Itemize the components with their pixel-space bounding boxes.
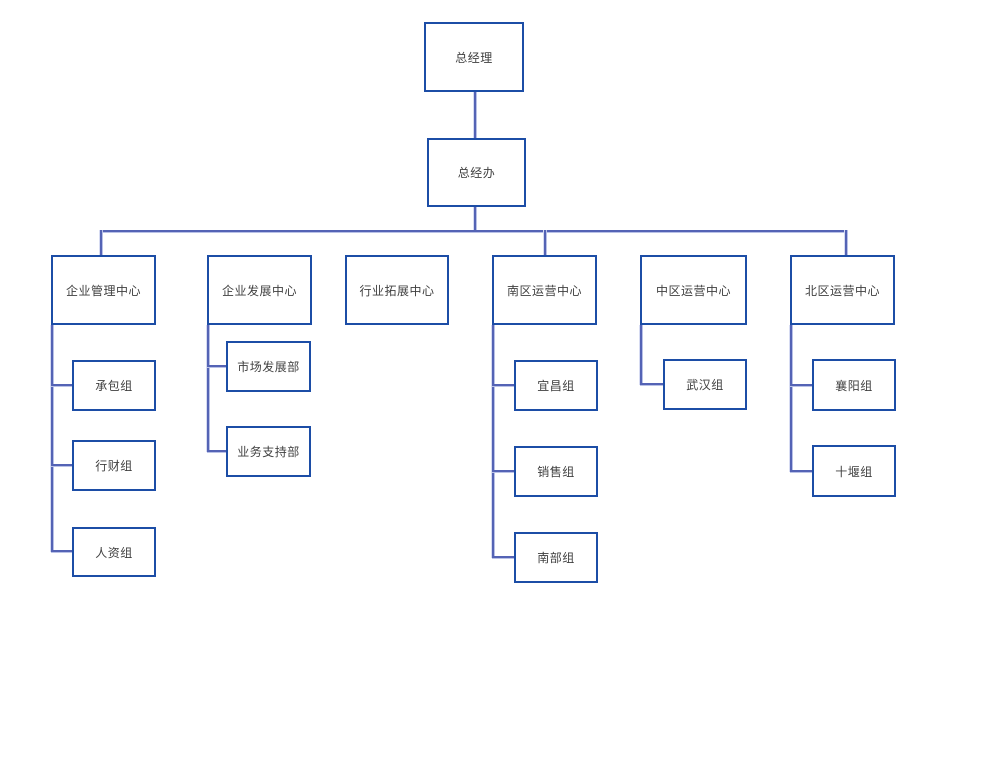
connector-stub-south-group (492, 556, 514, 558)
connector-gmo-riser (474, 207, 476, 232)
org-node-label: 销售组 (537, 465, 575, 479)
connector-trunk-north (790, 325, 792, 472)
org-node-label: 市场发展部 (237, 360, 300, 374)
org-node-hr-group[interactable]: 人资组 (72, 527, 156, 577)
org-node-label: 中区运营中心 (655, 283, 731, 298)
org-node-label: 十堰组 (835, 464, 873, 479)
org-node-label: 武汉组 (686, 378, 724, 392)
org-node-label: 总经理 (455, 50, 493, 65)
connector-trunk-central (640, 325, 642, 385)
org-node-wuhan-group[interactable]: 武汉组 (663, 359, 747, 410)
org-node-label: 人资组 (95, 545, 133, 560)
org-node-label: 南区运营中心 (506, 283, 582, 298)
org-node-general-manager[interactable]: 总经理 (424, 22, 524, 92)
connector-trunk-mgmt (51, 325, 53, 552)
connector-drop-south-center (544, 230, 546, 255)
connector-stub-market-dev (207, 365, 226, 367)
org-node-label: 行业拓展中心 (359, 283, 435, 298)
org-node-mgmt-center[interactable]: 企业管理中心 (51, 255, 156, 325)
org-node-south-group[interactable]: 南部组 (514, 532, 598, 583)
org-node-general-manager-office[interactable]: 总经办 (427, 138, 526, 207)
org-node-label: 承包组 (95, 379, 133, 393)
connector-gm-gmo (474, 92, 476, 138)
org-node-south-center[interactable]: 南区运营中心 (492, 255, 597, 325)
connector-stub-yichang (492, 384, 514, 386)
org-node-label: 企业管理中心 (65, 283, 141, 298)
connector-stub-biz-support (207, 450, 226, 452)
org-node-shiyan-group[interactable]: 十堰组 (812, 445, 896, 497)
org-node-central-center[interactable]: 中区运营中心 (640, 255, 747, 325)
connector-stub-contract (51, 384, 72, 386)
org-node-xiangyang-group[interactable]: 襄阳组 (812, 359, 896, 411)
org-node-label: 企业发展中心 (221, 283, 297, 298)
connector-main-rail (100, 230, 847, 232)
org-node-yichang-group[interactable]: 宜昌组 (514, 360, 598, 411)
connector-stub-hr (51, 550, 72, 552)
org-node-label: 南部组 (537, 551, 575, 565)
org-node-admin-finance-group[interactable]: 行财组 (72, 440, 156, 491)
connector-stub-admin-finance (51, 464, 72, 466)
org-node-market-dev-dept[interactable]: 市场发展部 (226, 341, 311, 392)
connector-stub-sales (492, 470, 514, 472)
connector-drop-mgmt-center (100, 230, 102, 255)
org-node-contract-group[interactable]: 承包组 (72, 360, 156, 411)
connector-stub-wuhan (640, 383, 663, 385)
org-node-biz-support-dept[interactable]: 业务支持部 (226, 426, 311, 477)
connector-trunk-dev (207, 325, 209, 452)
org-node-label: 宜昌组 (537, 379, 575, 393)
org-node-label: 北区运营中心 (804, 283, 880, 298)
org-node-label: 襄阳组 (835, 378, 873, 393)
connector-stub-shiyan (790, 470, 812, 472)
connector-stub-xiangyang (790, 384, 812, 386)
connector-drop-north-center (845, 230, 847, 255)
org-node-sales-group[interactable]: 销售组 (514, 446, 598, 497)
org-node-north-center[interactable]: 北区运营中心 (790, 255, 895, 325)
org-node-dev-center[interactable]: 企业发展中心 (207, 255, 312, 325)
org-node-label: 业务支持部 (237, 445, 300, 459)
connector-trunk-south (492, 325, 494, 558)
org-node-label: 总经办 (457, 166, 496, 180)
org-node-industry-center[interactable]: 行业拓展中心 (345, 255, 449, 325)
org-node-label: 行财组 (95, 459, 133, 473)
